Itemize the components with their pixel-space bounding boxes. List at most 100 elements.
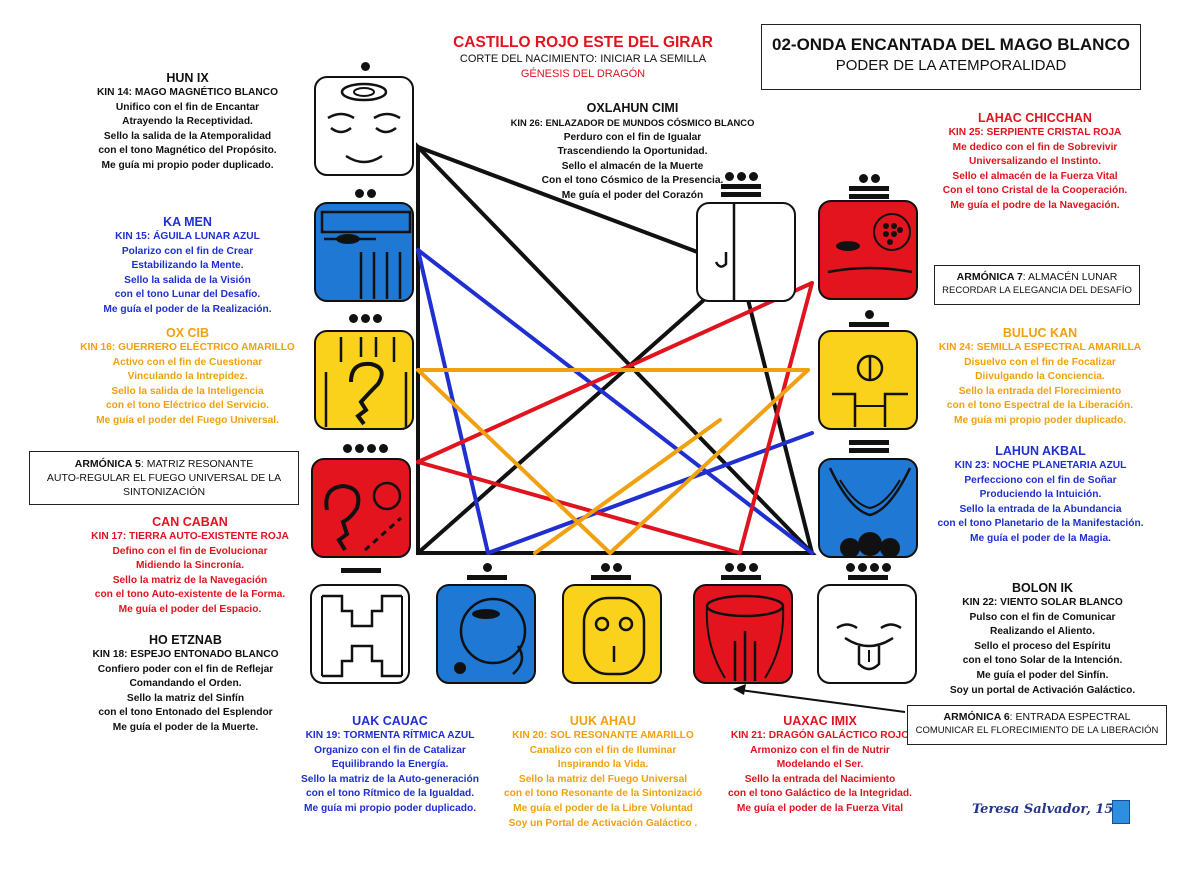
- kin-20-name: UUK AHAU: [569, 714, 637, 728]
- kin-15-line: Me guía el poder de la Realización.: [103, 303, 272, 315]
- armonica-6-name: : ENTRADA ESPECTRAL: [1009, 711, 1131, 723]
- guerrero-icon: [324, 337, 408, 427]
- kin-14-name: HUN IX: [166, 71, 209, 85]
- kin-23-line: Sello la entrada de la Abundancia: [959, 503, 1122, 515]
- kin-25-text: LAHAC CHICCHAN KIN 25: SERPIENTE CRISTAL…: [925, 110, 1145, 214]
- signature: Teresa Salvador, 151: [972, 802, 1123, 817]
- seal-tormenta-glyph: [436, 584, 536, 684]
- red-line-3: [738, 281, 814, 555]
- castle-genesis: GÉNESIS DEL DRAGÓN: [520, 68, 646, 80]
- kin-26-line: KIN 26: ENLAZADOR DE MUNDOS CÓSMICO BLAN…: [510, 117, 755, 128]
- kin-17-text: CAN CABAN KIN 17: TIERRA AUTO-EXISTENTE …: [80, 514, 300, 618]
- kin-26-line: Perduro con el fin de Igualar: [563, 131, 702, 143]
- kin-25-line: Universalizando el Instinto.: [969, 156, 1101, 168]
- black-line-frame: [416, 142, 817, 555]
- kin-17-line: Sello la matriz de la Navegación: [112, 574, 268, 586]
- kin-14-line: con el tono Magnético del Propósito.: [98, 145, 277, 157]
- tierra-icon: [324, 481, 402, 552]
- seal-aguila-glyph: [314, 202, 414, 302]
- tone-5-bar: [310, 568, 412, 573]
- kin-15-line: KIN 15: ÁGUILA LUNAR AZUL: [115, 231, 260, 242]
- kin-16-line: Sello la salida de la Inteligencia: [111, 385, 264, 397]
- kin-21-line: Sello la entrada del Nacimiento: [744, 773, 896, 785]
- mago-icon: [327, 82, 401, 164]
- kin-25-line: Me guía el podre de la Navegación.: [950, 199, 1120, 211]
- semilla-icon: [832, 354, 908, 427]
- seal-noche-glyph: [818, 458, 918, 558]
- kin-20-line: con el tono Resonante de la Sintonizació: [503, 788, 703, 800]
- kin-15-line: Sello la salida de la Visión: [124, 274, 251, 286]
- castle-title: CASTILLO ROJO ESTE DEL GIRAR: [453, 34, 713, 51]
- noche-icon: [828, 467, 912, 556]
- kin-17-line: Defino con el fin de Evolucionar: [112, 545, 268, 557]
- kin-21-line: con el tono Galáctico de la Integridad.: [728, 788, 912, 800]
- kin-19-line: Organizo con el fin de Catalizar: [314, 744, 466, 756]
- kin-16-line: Vinculando la Intrepidez.: [127, 371, 248, 383]
- armonica-6-arrow-line: [739, 689, 906, 713]
- kin-18-line: Sello la matriz del Sinfín: [126, 692, 245, 704]
- kin-19-line: Sello la matriz de la Auto-generación: [301, 773, 479, 785]
- armonica-6-box: ARMÓNICA 6: ENTRADA ESPECTRAL COMUNICAR …: [907, 705, 1167, 745]
- kin-18-line: KIN 18: ESPEJO ENTONADO BLANCO: [92, 649, 279, 660]
- kin-16-line: Me guía el poder del Fuego Universal.: [96, 414, 279, 426]
- kin-25-line: Con el tono Cristal de la Cooperación.: [942, 185, 1128, 197]
- kin-22-text: BOLON IK KIN 22: VIENTO SOLAR BLANCO Pul…: [935, 580, 1150, 698]
- kin-23-line: KIN 23: NOCHE PLANETARIA AZUL: [954, 460, 1127, 471]
- kin-20-text: UUK AHAU KIN 20: SOL RESONANTE AMARILLO …: [498, 713, 708, 831]
- castle-header: CASTILLO ROJO ESTE DEL GIRAR CORTE DEL N…: [448, 33, 718, 82]
- kin-17-line: KIN 17: TIERRA AUTO-EXISTENTE ROJA: [91, 531, 289, 542]
- kin-20-line: Canalizo con el fin de Iluminar: [529, 744, 677, 756]
- kin-23-line: Perfecciono con el fin de Soñar: [964, 474, 1117, 486]
- kin-18-line: Confiero poder con el fin de Reflejar: [97, 663, 274, 675]
- armonica-7-name: : ALMACÉN LUNAR: [1022, 271, 1118, 283]
- kin-15-text: KA MEN KIN 15: ÁGUILA LUNAR AZUL Polariz…: [85, 214, 290, 318]
- tone-4-dots: [314, 444, 416, 453]
- kin-21-line: Modelando el Ser.: [776, 759, 864, 771]
- blue-line-3: [416, 248, 814, 555]
- blue-line-2: [486, 431, 814, 555]
- kin-14-line: Me guía mi propio poder duplicado.: [101, 159, 274, 171]
- kin-24-line: Sello la entrada del Florecimiento: [958, 385, 1122, 397]
- kin-26-line: Sello el almacén de la Muerte: [561, 160, 704, 172]
- kin-16-name: OX CIB: [165, 326, 210, 340]
- tone-1-dots: [314, 62, 416, 71]
- kin-24-line: Diivulgando la Conciencia.: [975, 371, 1105, 383]
- kin-20-line: Me guía el poder de la Libre Voluntad: [513, 802, 693, 814]
- kin-19-line: con el tono Rítmico de la Igualdad.: [305, 788, 475, 800]
- viento-icon: [836, 623, 902, 671]
- dragon-icon: [705, 594, 785, 681]
- kin-14-line: KIN 14: MAGO MAGNÉTICO BLANCO: [96, 87, 279, 98]
- kin-20-line: Inspirando la Vida.: [557, 759, 649, 771]
- tormenta-icon: [454, 597, 527, 675]
- signature-emblem-icon: [1112, 800, 1130, 824]
- kin-23-text: LAHUN AKBAL KIN 23: NOCHE PLANETARIA AZU…: [928, 443, 1153, 547]
- seal-guerrero-glyph: [314, 330, 414, 430]
- kin-21-name: UAXAC IMIX: [783, 714, 857, 728]
- armonica-5-box: ARMÓNICA 5: MATRIZ RESONANTE AUTO-REGULA…: [29, 451, 299, 505]
- kin-18-text: HO ETZNAB KIN 18: ESPEJO ENTONADO BLANCO…: [78, 632, 293, 736]
- kin-22-line: Sello el proceso del Espíritu: [974, 640, 1111, 652]
- kin-25-name: LAHAC CHICCHAN: [978, 111, 1092, 125]
- kin-16-line: KIN 16: GUERRERO ELÉCTRICO AMARILLO: [80, 342, 295, 353]
- armonica-5-desc: SINTONIZACIÓN: [122, 486, 206, 498]
- kin-25-line: Me dedico con el fin de Sobrevivir: [952, 141, 1118, 153]
- seal-espejo-glyph: [310, 584, 410, 684]
- seal-semilla-glyph: [818, 330, 918, 430]
- kin-17-name: CAN CABAN: [152, 515, 228, 529]
- serpiente-icon: [827, 213, 913, 274]
- kin-24-line: con el tono Espectral de la Liberación.: [946, 400, 1134, 412]
- kin-23-name: LAHUN AKBAL: [995, 444, 1086, 458]
- kin-23-line: Produciendo la Intuición.: [979, 489, 1102, 501]
- kin-25-line: KIN 25: SERPIENTE CRISTAL ROJA: [948, 127, 1122, 138]
- seal-enlazador-glyph: [696, 202, 796, 302]
- kin-18-name: HO ETZNAB: [149, 633, 222, 647]
- kin-22-line: KIN 22: VIENTO SOLAR BLANCO: [962, 597, 1123, 608]
- kin-22-name: BOLON IK: [1011, 581, 1074, 595]
- armonica-7-label: ARMÓNICA 7: [956, 271, 1023, 283]
- black-line-cimi-to-corner: [416, 266, 742, 555]
- kin-19-name: UAK CAUAC: [352, 714, 428, 728]
- kin-24-line: Me guía mi propio poder duplicado.: [953, 414, 1127, 426]
- castle-court: CORTE DEL NACIMIENTO: INICIAR LA SEMILLA: [459, 53, 707, 65]
- kin-15-line: con el tono Lunar del Desafío.: [114, 289, 261, 301]
